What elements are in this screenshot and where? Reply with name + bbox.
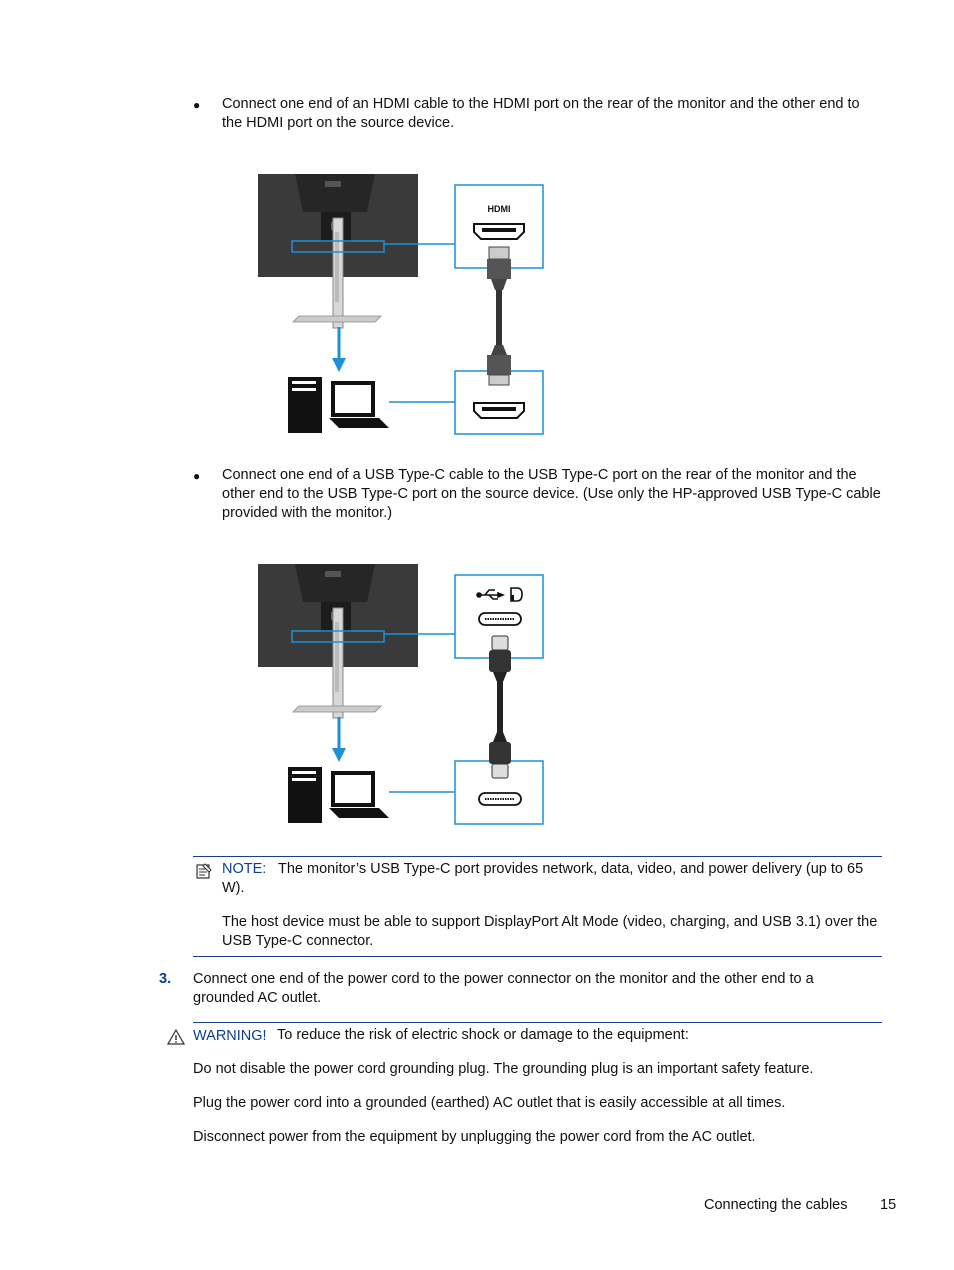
- warning-line: Plug the power cord into a grounded (ear…: [193, 1095, 786, 1111]
- note-label: NOTE:: [222, 861, 267, 877]
- bullet-marker: ●: [193, 469, 201, 483]
- note-text-2: The host device must be able to support …: [222, 914, 878, 949]
- note-box: [193, 856, 882, 957]
- warning-label: WARNING!: [193, 1028, 267, 1044]
- hdmi-port-icon: [473, 223, 525, 419]
- monitor-rear-illustration: [258, 174, 418, 329]
- source-device-illustration: [288, 377, 389, 433]
- bullet-text-usbc: Connect one end of a USB Type-C cable to…: [222, 467, 881, 521]
- usb-c-cable-illustration: [489, 635, 511, 779]
- warning-triangle-icon: [167, 1029, 185, 1045]
- bullet-text-hdmi: Connect one end of an HDMI cable to the …: [222, 96, 860, 131]
- source-device-illustration: [288, 767, 389, 823]
- note-icon: [196, 863, 212, 879]
- warning-rule: [193, 1022, 882, 1023]
- warning-line: Do not disable the power cord grounding …: [193, 1061, 814, 1077]
- monitor-rear-illustration: [258, 564, 418, 719]
- bullet-marker: ●: [193, 98, 201, 112]
- usb-displayport-icon: [476, 587, 523, 602]
- warning-intro: To reduce the risk of electric shock or …: [277, 1027, 689, 1043]
- hdmi-connection-figure: HDMI: [258, 174, 544, 435]
- page-number: 15: [880, 1197, 897, 1213]
- usb-c-port-icon: [478, 612, 522, 806]
- note-text-1: The monitor’s USB Type-C port provides n…: [222, 861, 864, 896]
- step-text: Connect one end of the power cord to the…: [193, 971, 814, 1006]
- step-number: 3.: [159, 971, 172, 987]
- usbc-connection-figure: [258, 564, 544, 825]
- footer-section-title: Connecting the cables: [704, 1197, 848, 1213]
- hdmi-cable-illustration: [487, 246, 511, 386]
- hdmi-logo-text: HDMI: [488, 204, 511, 214]
- warning-line: Disconnect power from the equipment by u…: [193, 1129, 756, 1145]
